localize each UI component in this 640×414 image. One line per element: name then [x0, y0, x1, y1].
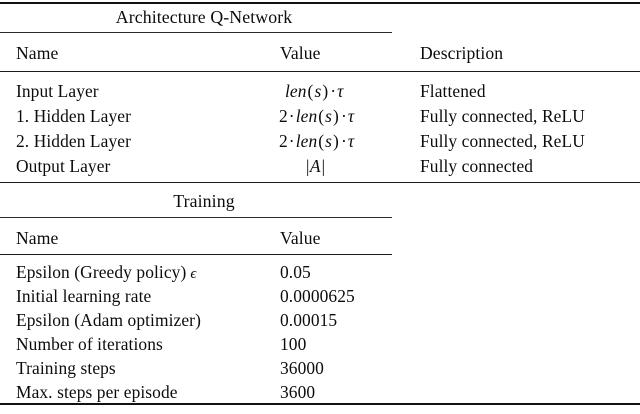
math-s: s: [325, 106, 333, 126]
math-paren-open: (: [318, 106, 325, 126]
math-dot: ·: [340, 131, 347, 151]
architecture-title-rule: [0, 32, 392, 33]
training-row-name-epsilon-greedy-text: Epsilon (Greedy policy): [16, 262, 187, 282]
training-column-header-value: Value: [280, 228, 321, 248]
math-dot: ·: [288, 106, 295, 126]
architecture-column-header-description: Description: [420, 43, 504, 63]
training-row-name-training-steps: Training steps: [16, 358, 116, 378]
architecture-row-value-output-layer: |A|: [305, 156, 326, 176]
math-tau: τ: [347, 106, 355, 126]
math-s: s: [325, 131, 333, 151]
math-tau: τ: [347, 131, 355, 151]
math-paren-close: ): [333, 106, 339, 126]
math-paren-close: ): [322, 81, 329, 101]
bottom-rule: [0, 403, 640, 406]
math-paren-open: (: [307, 81, 314, 101]
training-title-rule: [0, 217, 392, 218]
training-row-name-epsilon-greedy: Epsilon (Greedy policy)ϵ: [16, 263, 197, 284]
architecture-row-description-hidden-layer-1: Fully connected, ReLU: [420, 106, 585, 126]
training-row-value-initial-learning-rate: 0.0000625: [280, 286, 355, 306]
training-column-header-name: Name: [16, 228, 59, 248]
training-row-name-epsilon-adam: Epsilon (Adam optimizer): [16, 310, 201, 330]
architecture-row-description-input-layer: Flattened: [420, 81, 486, 101]
math-s: s: [314, 81, 322, 101]
architecture-header-rule: [0, 71, 640, 73]
training-row-name-number-of-iterations: Number of iterations: [16, 334, 163, 354]
training-row-value-training-steps: 36000: [280, 358, 324, 378]
architecture-bottom-rule: [0, 182, 640, 184]
math-dot: ·: [340, 106, 347, 126]
math-dot: ·: [330, 81, 337, 101]
architecture-column-header-name: Name: [16, 43, 59, 63]
architecture-row-description-output-layer: Fully connected: [420, 156, 534, 176]
architecture-row-name-output-layer: Output Layer: [16, 156, 111, 176]
training-row-value-max-steps-per-episode: 3600: [280, 382, 316, 402]
architecture-row-name-input-layer: Input Layer: [16, 81, 99, 101]
training-row-name-max-steps-per-episode: Max. steps per episode: [16, 382, 178, 402]
architecture-row-description-hidden-layer-2: Fully connected, ReLU: [420, 131, 585, 151]
math-len: len: [285, 81, 307, 101]
math-two: 2: [279, 106, 288, 126]
math-dot: ·: [288, 131, 295, 151]
math-len: len: [295, 131, 318, 151]
architecture-row-value-hidden-layer-1: 2·len(s)·τ: [279, 107, 354, 126]
math-paren-open: (: [318, 131, 325, 151]
training-header-rule: [0, 254, 392, 256]
math-len: len: [295, 106, 318, 126]
architecture-row-name-hidden-layer-1: 1. Hidden Layer: [16, 106, 131, 126]
architecture-column-header-value: Value: [280, 43, 321, 63]
training-row-value-epsilon-adam: 0.00015: [280, 310, 338, 330]
math-two: 2: [279, 131, 288, 151]
epsilon-symbol: ϵ: [190, 266, 197, 282]
training-row-value-epsilon-greedy: 0.05: [280, 262, 311, 282]
architecture-section-title: Architecture Q-Network: [115, 7, 293, 27]
architecture-row-value-hidden-layer-2: 2·len(s)·τ: [279, 132, 354, 151]
math-tau: τ: [337, 81, 344, 101]
architecture-row-name-hidden-layer-2: 2. Hidden Layer: [16, 131, 131, 151]
training-row-name-initial-learning-rate: Initial learning rate: [16, 286, 152, 306]
training-row-value-number-of-iterations: 100: [280, 334, 307, 354]
architecture-row-value-input-layer: len(s)·τ: [285, 82, 343, 101]
training-section-title: Training: [173, 191, 235, 211]
top-rule: [0, 2, 640, 5]
math-paren-close: ): [333, 131, 339, 151]
